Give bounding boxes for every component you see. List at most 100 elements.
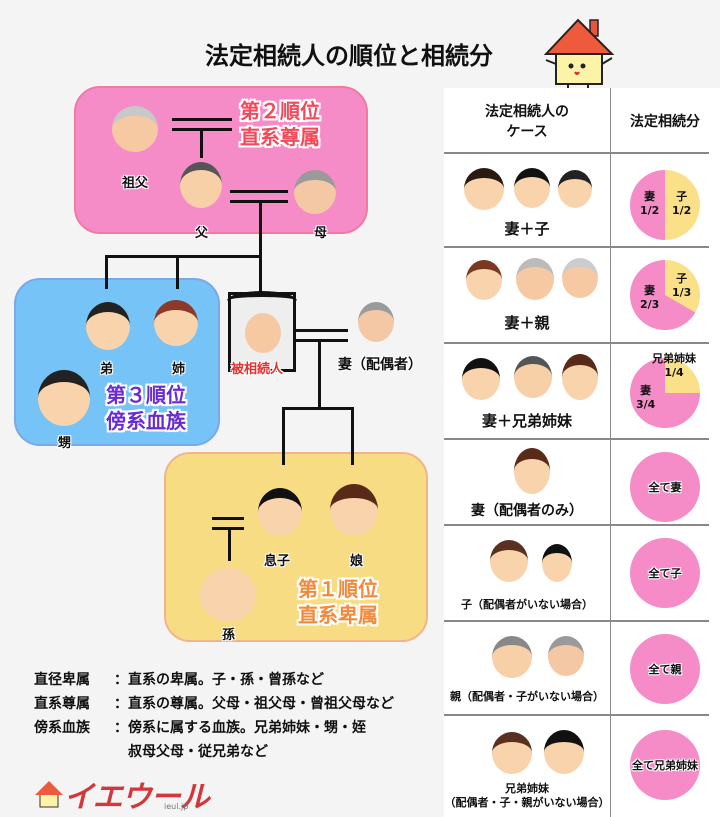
rank1-box bbox=[164, 452, 428, 642]
mourning-ribbon-icon bbox=[227, 291, 297, 311]
spouse-label: 妻（配偶者） bbox=[338, 357, 422, 373]
ieul-logo[interactable]: イエウール ieul.jp bbox=[34, 772, 210, 816]
legend-row: 直径卑属：直系の卑属。子・孫・曾孫など bbox=[34, 672, 324, 688]
older-sister-icon bbox=[154, 300, 198, 346]
father-icon bbox=[492, 636, 532, 678]
father-label: 父 bbox=[195, 226, 209, 241]
daughter-icon bbox=[330, 484, 378, 536]
nephew-label: 甥 bbox=[58, 436, 72, 451]
legend-row: 叔母父母・従兄弟など bbox=[128, 744, 268, 760]
header-share: 法定相続分 bbox=[630, 114, 700, 130]
row-divider bbox=[444, 714, 709, 716]
wife-icon bbox=[464, 168, 504, 210]
sister-icon bbox=[562, 354, 598, 400]
case-label: 子（配偶者がいない場合） bbox=[461, 598, 593, 611]
son-icon bbox=[514, 168, 550, 208]
descent-line bbox=[176, 255, 179, 289]
case-label: 妻＋子 bbox=[504, 220, 550, 238]
descent-line bbox=[282, 407, 285, 465]
deceased-icon bbox=[245, 313, 281, 353]
children-line bbox=[282, 407, 354, 410]
house-logo-icon bbox=[35, 781, 63, 808]
nephew-icon bbox=[38, 370, 90, 426]
son-icon bbox=[258, 488, 302, 536]
rank1-label: 第１順位 直系卑属 bbox=[298, 577, 378, 627]
spouse-icon bbox=[358, 302, 394, 342]
younger-brother-label: 弟 bbox=[100, 362, 114, 377]
logo-url: ieul.jp bbox=[164, 802, 189, 811]
share-pie-chart: 全て妻 bbox=[630, 452, 700, 522]
header-case: 法定相続人の ケース bbox=[485, 104, 569, 140]
wife-icon bbox=[462, 358, 500, 400]
row-divider bbox=[444, 246, 709, 248]
marriage-line bbox=[172, 118, 232, 121]
son-label: 息子 bbox=[264, 554, 291, 569]
marriage-line bbox=[212, 517, 244, 520]
grandfather-icon bbox=[112, 106, 158, 152]
row-divider bbox=[444, 342, 709, 344]
descent-line bbox=[105, 255, 108, 289]
descent-line bbox=[259, 255, 262, 295]
brother-icon bbox=[514, 356, 552, 398]
descent-line bbox=[259, 200, 262, 258]
mother-icon bbox=[562, 258, 598, 298]
mother-icon bbox=[294, 170, 336, 214]
daughter-label: 娘 bbox=[350, 554, 364, 569]
legend-row: 直系尊属：直系の尊属。父母・祖父母・曾祖父母など bbox=[34, 696, 394, 712]
marriage-line bbox=[296, 329, 348, 332]
row-divider bbox=[444, 524, 709, 526]
legend-row: 傍系血族：傍系に属する血族。兄弟姉妹・甥・姪 bbox=[34, 720, 366, 736]
rank3-label: 第３順位 傍系血族 bbox=[106, 383, 186, 433]
rank2-label: 第２順位 直系尊属 bbox=[240, 99, 320, 149]
row-divider bbox=[444, 620, 709, 622]
share-pie-chart: 全て親 bbox=[630, 634, 700, 704]
grandchild-label: 孫 bbox=[222, 628, 236, 643]
row-divider bbox=[444, 152, 709, 154]
wife-icon bbox=[466, 260, 502, 300]
descent-line bbox=[351, 407, 354, 465]
marriage-line bbox=[230, 190, 288, 193]
mother-icon bbox=[548, 636, 584, 676]
marriage-line bbox=[296, 339, 348, 342]
son-icon bbox=[490, 540, 528, 582]
grandchild-icon bbox=[200, 568, 256, 622]
column-divider bbox=[610, 88, 611, 817]
grandfather-label: 祖父 bbox=[122, 176, 149, 191]
descent-line bbox=[200, 128, 203, 158]
house-mascot-icon bbox=[543, 18, 615, 90]
terms-legend: 直径卑属：直系の卑属。子・孫・曾孫など 直系尊属：直系の尊属。父母・祖父母・曾祖… bbox=[34, 668, 394, 764]
descent-line bbox=[318, 339, 321, 409]
sibling-line bbox=[105, 255, 262, 258]
daughter-icon bbox=[558, 170, 592, 208]
case-label: 妻＋親 bbox=[504, 314, 550, 332]
deceased-portrait-frame bbox=[227, 291, 297, 372]
daughter-icon bbox=[542, 544, 572, 582]
row-divider bbox=[444, 438, 709, 440]
brother-icon bbox=[492, 732, 532, 774]
page-title: 法定相続人の順位と相続分 bbox=[205, 42, 493, 70]
logo-text: イエウール bbox=[64, 780, 210, 815]
share-pie-chart: 全て子 bbox=[630, 538, 700, 608]
deceased-label: 被相続人 bbox=[231, 362, 284, 377]
father-icon bbox=[180, 162, 222, 208]
sister-icon bbox=[544, 730, 584, 774]
case-label: 妻（配偶者のみ） bbox=[471, 503, 583, 519]
descent-line bbox=[228, 527, 231, 561]
case-label: 親（配偶者・子がいない場合） bbox=[450, 690, 604, 703]
mother-label: 母 bbox=[314, 226, 328, 241]
case-label: 兄弟姉妹 （配偶者・子・親がいない場合） bbox=[444, 782, 610, 809]
younger-brother-icon bbox=[86, 302, 130, 350]
older-sister-label: 姉 bbox=[172, 362, 186, 377]
share-pie-chart: 全て兄弟姉妹 bbox=[630, 730, 700, 800]
wife-icon bbox=[514, 448, 550, 494]
